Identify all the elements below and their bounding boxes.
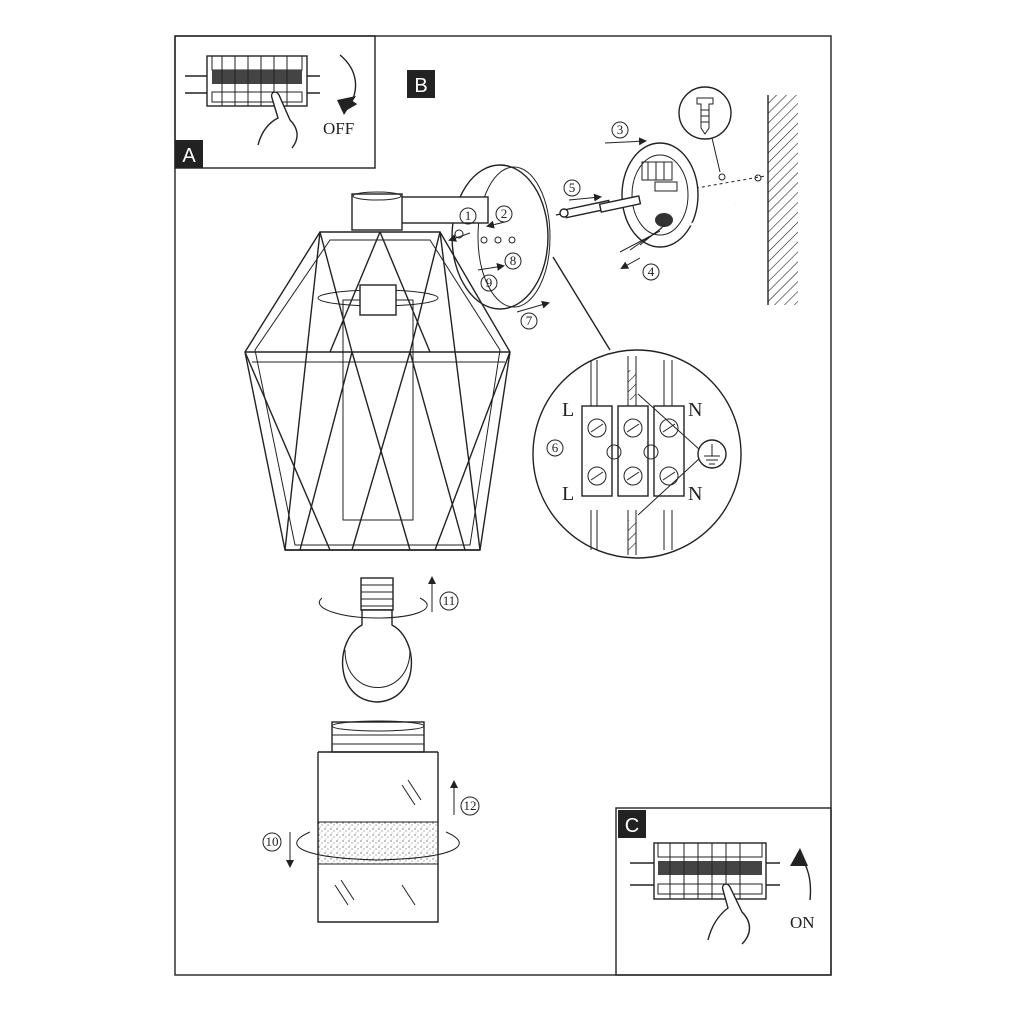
step-4: 4 [642,263,660,281]
live-label-bottom: L [562,483,574,505]
circuit-breaker-icon [630,842,780,900]
hand-icon [257,91,298,149]
cage-shade [244,231,511,551]
panel-a-label-box [175,140,203,168]
panel-b-label: B [414,75,427,97]
svg-text:11: 11 [443,593,456,608]
panel-a-label: A [182,145,196,167]
step-2: 2 [495,205,513,223]
neutral-label-bottom: N [688,483,702,505]
step-6: 6 [546,439,564,457]
svg-text:8: 8 [510,253,517,268]
circuit-breaker-icon [185,55,320,107]
step-7: 7 [520,312,538,330]
step-10: 10 [262,832,282,852]
svg-text:12: 12 [464,798,477,813]
svg-text:6: 6 [552,440,559,455]
panel-c-label: C [625,815,639,837]
panel-c-label-box [618,810,646,838]
step-arrows [448,137,647,313]
hand-icon [707,883,751,945]
lamp-base [351,164,551,310]
light-bulb-icon [319,576,436,703]
svg-text:7: 7 [526,313,533,328]
panel-c: C ON [615,807,832,976]
step-3: 3 [611,121,629,139]
neutral-label-top: N [688,399,702,421]
step-11: 11 [439,591,459,611]
wiring-detail: L N L N [532,256,742,559]
step-5: 5 [563,179,581,197]
step-9: 9 [480,274,498,292]
earth-ground-icon [697,439,727,469]
on-label: ON [790,913,815,932]
step-12: 12 [460,796,480,816]
step-labels: 1 2 3 4 5 6 7 8 9 10 11 12 [262,121,660,852]
step-1: 1 [459,207,477,225]
svg-text:1: 1 [465,208,472,223]
wall [767,95,798,305]
live-label-top: L [562,399,574,421]
svg-text:9: 9 [486,275,493,290]
glass-cylinder [286,720,460,923]
svg-text:5: 5 [569,180,576,195]
mounting-screws [555,195,642,219]
svg-text:4: 4 [648,264,655,279]
svg-text:2: 2 [501,206,508,221]
svg-text:10: 10 [266,834,279,849]
step-8: 8 [504,252,522,270]
panel-a: A OFF [174,35,376,169]
off-label: OFF [323,119,354,138]
panel-b-label-box [407,70,435,98]
wall-plug-icon [678,86,732,173]
svg-text:3: 3 [617,122,624,137]
outer-frame [174,35,832,976]
terminal-block [581,356,701,555]
mounting-plate [619,142,736,253]
